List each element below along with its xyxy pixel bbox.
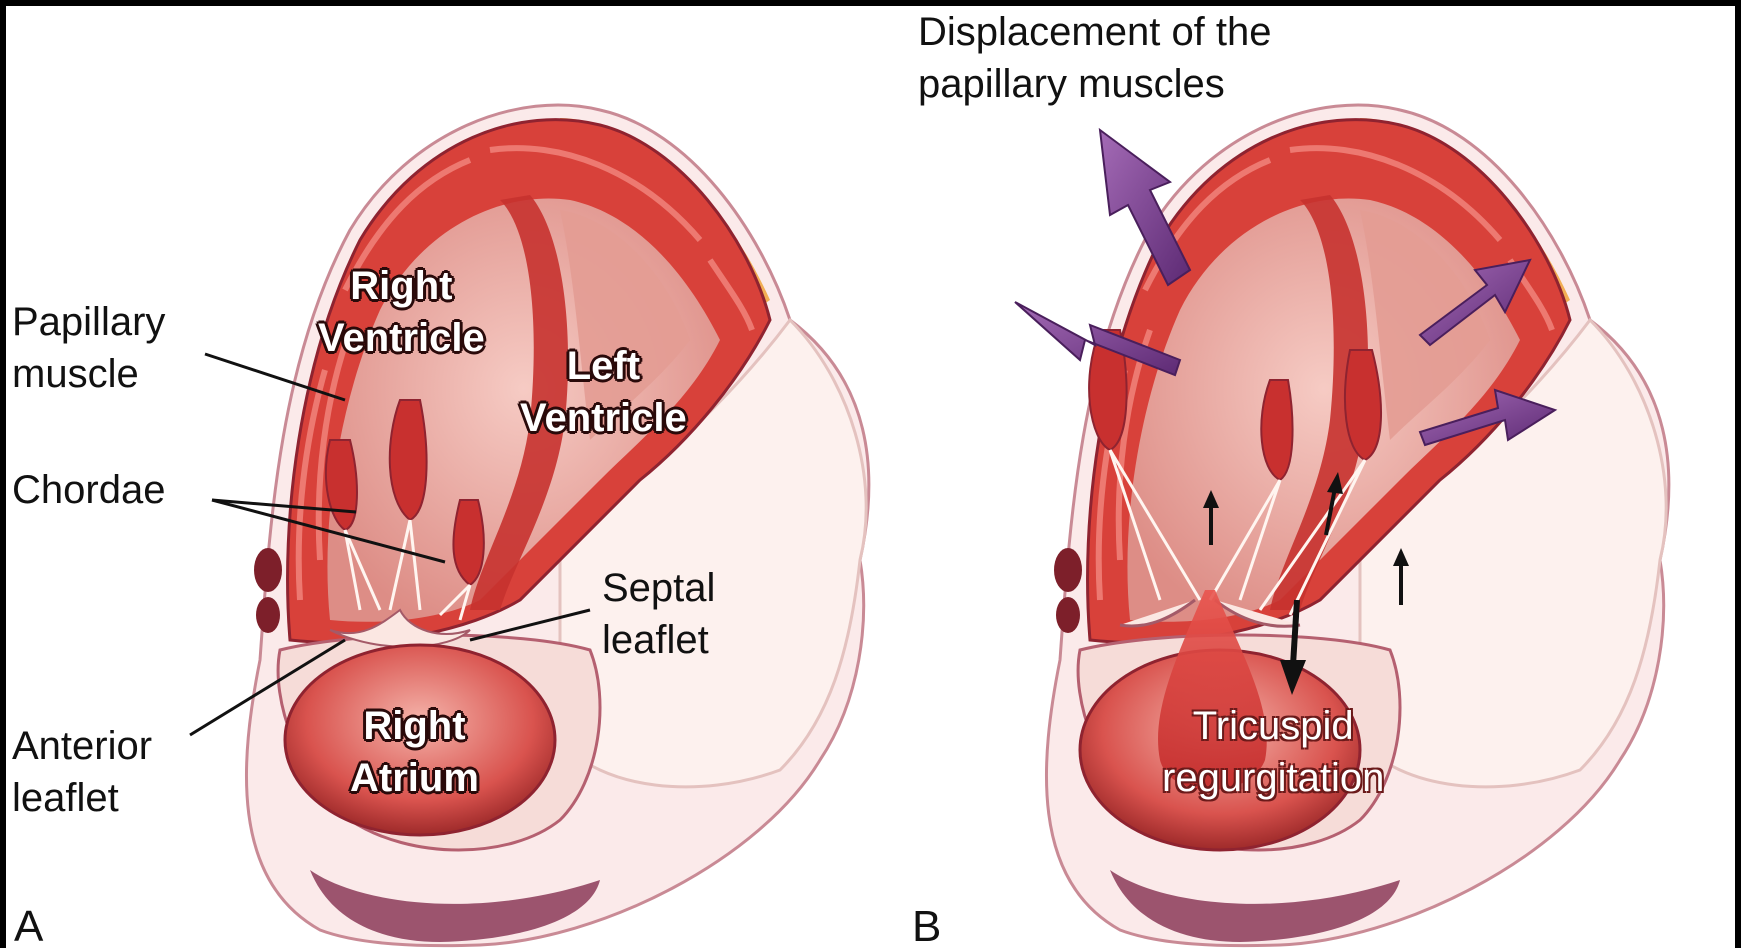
panel-a-letter: A (14, 902, 43, 948)
tricuspid-regurgitation-label: Tricuspid regurgitation (1162, 700, 1384, 804)
displacement-title: Displacement of the papillary muscles (918, 6, 1272, 110)
chordae-label: Chordae (12, 464, 165, 516)
left-ventricle-label: Left Ventricle (520, 340, 687, 444)
papillary-muscle-label: Papillary muscle (12, 296, 165, 400)
right-atrium-label: Right Atrium (350, 700, 479, 804)
septal-leaflet-label: Septal leaflet (602, 562, 715, 666)
frame-top (0, 0, 1741, 6)
panel-b-heart (1046, 105, 1668, 946)
frame-right (1735, 0, 1741, 948)
anterior-leaflet-label: Anterior leaflet (12, 720, 152, 824)
panel-a-heart (190, 105, 869, 946)
right-ventricle-label: Right Ventricle (318, 260, 485, 364)
frame-left (0, 0, 6, 948)
panel-b-letter: B (912, 902, 941, 948)
